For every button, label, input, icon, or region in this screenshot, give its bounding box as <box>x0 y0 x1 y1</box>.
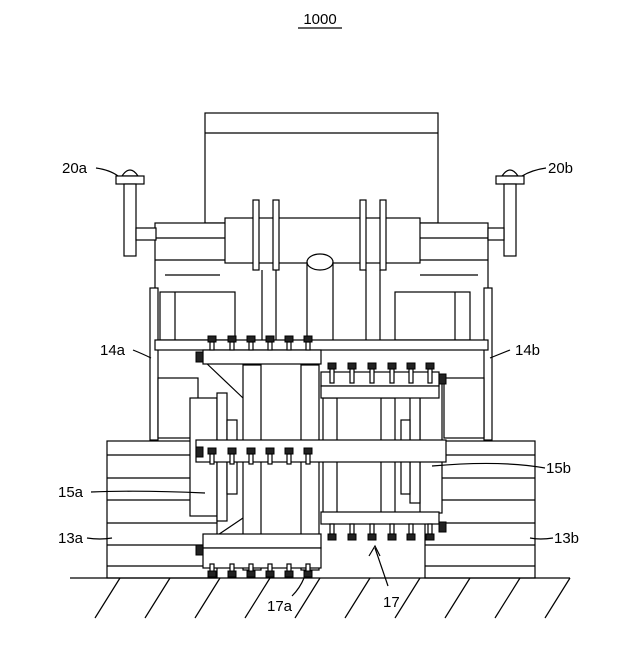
lamp-20a <box>116 170 156 256</box>
upper-frame <box>155 218 488 341</box>
label-15b: 15b <box>546 460 571 477</box>
label-20b: 20b <box>548 160 573 177</box>
figure-number: 1000 <box>303 11 336 28</box>
lamp-20b <box>488 170 524 256</box>
ground <box>70 578 570 618</box>
label-17a: 17a <box>267 598 293 615</box>
label-14b: 14b <box>515 342 540 359</box>
label-13b: 13b <box>554 530 579 547</box>
label-15a: 15a <box>58 484 84 501</box>
label-20a: 20a <box>62 160 88 177</box>
label-13a: 13a <box>58 530 84 547</box>
bolt-row-right-lower <box>328 524 434 540</box>
label-17: 17 <box>383 594 400 611</box>
label-14a: 14a <box>100 342 126 359</box>
cab-box <box>205 113 438 223</box>
upper-beam <box>155 340 488 350</box>
